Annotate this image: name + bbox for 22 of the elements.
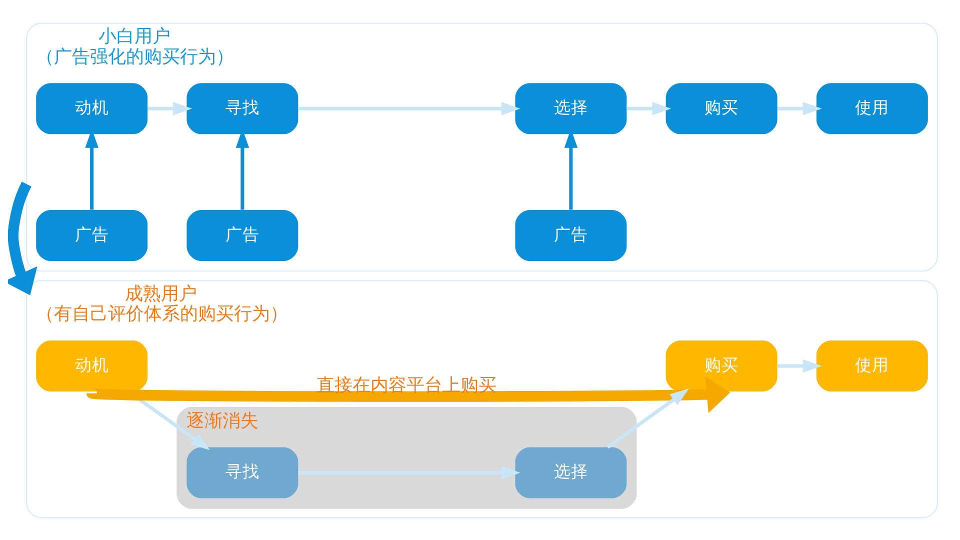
arrow [778,358,822,372]
node-box: 广告 [515,210,627,260]
arrow [148,101,192,115]
node-box: 寻找 [186,82,298,134]
node-box: 选择 [515,82,627,134]
node-box: 广告 [186,210,298,260]
node-box: 动机 [36,82,148,134]
node-box: 动机 [36,340,148,391]
node-box: 购买 [666,82,778,134]
arrow [606,388,690,448]
arrow [8,181,38,295]
arrow [298,466,520,479]
node-box: 选择 [515,446,627,498]
node-box: 寻找 [186,446,298,498]
node-box: 使用 [816,340,928,391]
node-box: 广告 [36,210,148,260]
arrow [626,101,672,115]
edge-label: 直接在内容平台上购买 [316,374,497,396]
node-box: 购买 [666,340,778,391]
node-box: 使用 [816,82,928,134]
arrow [298,101,520,115]
arrow [778,101,822,115]
